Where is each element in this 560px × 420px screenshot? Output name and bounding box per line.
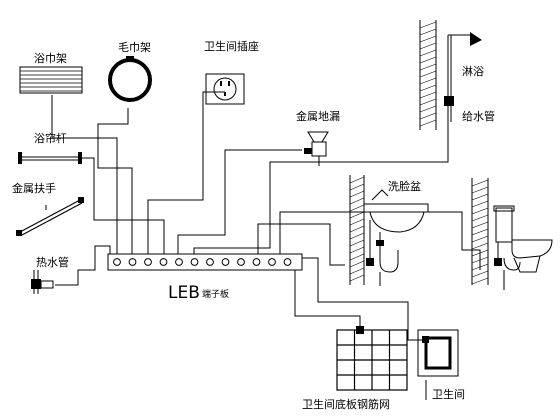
shower-fixture: 淋浴 给水管: [444, 32, 495, 123]
hot-water-pipe-label: 热水管: [36, 255, 69, 269]
metal-floor-drain-label: 金属地漏: [296, 109, 340, 123]
bonding-conductors: [45, 91, 481, 341]
washbasin-wall: [349, 175, 365, 285]
metal-floor-drain: 金属地漏: [296, 109, 340, 166]
bath-towel-rack: 浴巾架: [19, 51, 83, 94]
hot-water-pipe: 热水管: [31, 255, 69, 294]
terminal-hole: [128, 258, 137, 266]
terminal-hole: [252, 258, 261, 266]
metal-handrail: 金属扶手: [12, 181, 84, 236]
terminal-hole: [268, 258, 276, 266]
water-supply-pipe-label: 给水管: [462, 109, 495, 123]
bathroom-socket-label: 卫生间插座: [204, 39, 259, 53]
washbasin-fixture: 洗脸盆: [363, 179, 429, 286]
shower-wall: [419, 20, 437, 130]
terminal-hole: [283, 258, 292, 266]
metal-handrail-label: 金属扶手: [12, 181, 56, 195]
terminal-hole: [175, 258, 183, 266]
leb-label: LEB: [168, 283, 200, 303]
terminal-board-label: 端子板: [202, 288, 229, 300]
washbasin-label: 洗脸盆: [388, 179, 421, 193]
terminal-hole: [113, 258, 121, 266]
shower-label: 淋浴: [462, 65, 484, 78]
terminal-hole: [206, 258, 214, 266]
terminal-holes: [113, 258, 292, 266]
floor-rebar-mesh-label: 卫生间底板钢筋网: [302, 397, 390, 411]
terminal-hole: [221, 258, 230, 266]
toilet-wall: [471, 178, 489, 285]
shower-curtain-rod: 浴帘杆: [18, 131, 82, 164]
bathroom-partial-label: 卫生间: [432, 387, 465, 401]
bath-towel-rack-label: 浴巾架: [34, 51, 67, 65]
floor-rebar-mesh: 卫生间底板钢筋网: [302, 326, 408, 411]
terminal-hole: [159, 258, 168, 266]
terminal-hole: [237, 258, 245, 266]
second-bathroom-box: 卫生间: [417, 329, 465, 401]
terminal-hole: [144, 258, 152, 266]
terminal-hole: [190, 258, 199, 266]
towel-ring: 毛巾架: [108, 40, 152, 102]
bathroom-socket: 卫生间插座: [204, 39, 259, 105]
leb-terminal-board: LEB 端子板: [107, 253, 303, 303]
towel-ring-label: 毛巾架: [118, 40, 151, 54]
shower-curtain-rod-label: 浴帘杆: [34, 131, 67, 145]
toilet-fixture: [493, 205, 553, 290]
